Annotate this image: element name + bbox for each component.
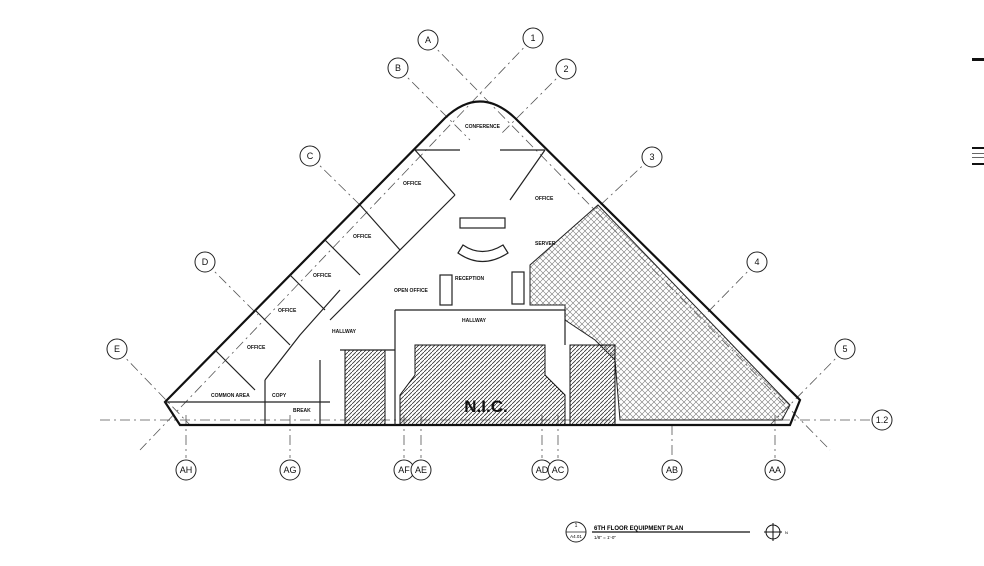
room-common-area: COMMON AREA [211,393,250,399]
hatched-tenant-area [529,204,791,421]
grid-bubble-C: C [299,145,321,167]
grid-bubble-AB: AB [661,459,683,481]
svg-text:C: C [307,151,314,161]
room-hallway: HALLWAY [332,329,357,335]
drawing-title: 6TH FLOOR EQUIPMENT PLAN [594,526,683,532]
grid-bubble-AA: AA [764,459,786,481]
svg-text:2: 2 [563,64,568,74]
svg-text:D: D [202,257,209,267]
drawing-scale: 1/8" = 1'-0" [594,535,616,540]
svg-text:5: 5 [842,344,847,354]
grid-bubble-D: D [194,251,216,273]
svg-text:3: 3 [649,152,654,162]
room-conference: CONFERENCE [465,124,501,130]
grid-bubble-3: 3 [641,146,663,168]
nic-label: N.I.C. [464,397,507,416]
svg-text:AF: AF [398,465,410,475]
svg-text:AG: AG [283,465,296,475]
svg-text:AC: AC [552,465,565,475]
svg-text:1: 1 [530,33,535,43]
svg-text:AD: AD [536,465,549,475]
grid-bubble-4: 4 [746,251,768,273]
sheet-number: A4.01 [570,534,582,539]
north-label: N [785,530,788,535]
grid-bubble-AG: AG [279,459,301,481]
room-labels: CONFERENCE OFFICE OFFICE OFFICE OFFICE O… [211,124,556,416]
grid-bubble-1: 1 [522,27,544,49]
room-copy: COPY [272,393,287,399]
grid-bubble-B: B [387,57,409,79]
grid-bubble-A: A [417,29,439,51]
room-server: SERVER [535,241,556,247]
room-office: OFFICE [403,181,422,187]
room-office: OFFICE [278,308,297,314]
room-break: BREAK [293,408,311,414]
svg-text:AB: AB [666,465,678,475]
grid-bubble-AF: AF [393,459,415,481]
stair-right [569,344,616,426]
room-office: OFFICE [353,234,372,240]
interior-walls [165,149,566,425]
svg-text:AA: AA [769,465,781,475]
grid-bubble-5: 5 [834,338,856,360]
room-hallway: HALLWAY [462,318,487,324]
drawing-title-block: 1 A4.01 6TH FLOOR EQUIPMENT PLAN 1/8" = … [565,521,788,543]
svg-text:AE: AE [415,465,427,475]
grid-bubble-2: 2 [555,58,577,80]
grid-bubble-1-2: 1.2 [871,409,893,431]
exterior-wall [163,100,802,427]
grid-bubble-E: E [106,338,128,360]
room-office: OFFICE [247,345,266,351]
svg-text:4: 4 [754,257,759,267]
drawing-number: 1 [575,523,578,529]
svg-text:1.2: 1.2 [876,415,889,425]
north-arrow-icon [764,523,782,541]
room-office: OFFICE [535,196,554,202]
sheet-edge-marks [972,58,984,165]
svg-text:B: B [395,63,401,73]
room-reception: RECEPTION [455,276,485,282]
svg-text:AH: AH [180,465,193,475]
grid-bubble-AE: AE [410,459,432,481]
svg-text:A: A [425,35,431,45]
svg-text:E: E [114,344,120,354]
grid-bubble-AC: AC [547,459,569,481]
room-open-office: OPEN OFFICE [394,288,429,294]
room-office: OFFICE [313,273,332,279]
grid-bubble-AH: AH [175,459,197,481]
stair-left [344,349,386,426]
